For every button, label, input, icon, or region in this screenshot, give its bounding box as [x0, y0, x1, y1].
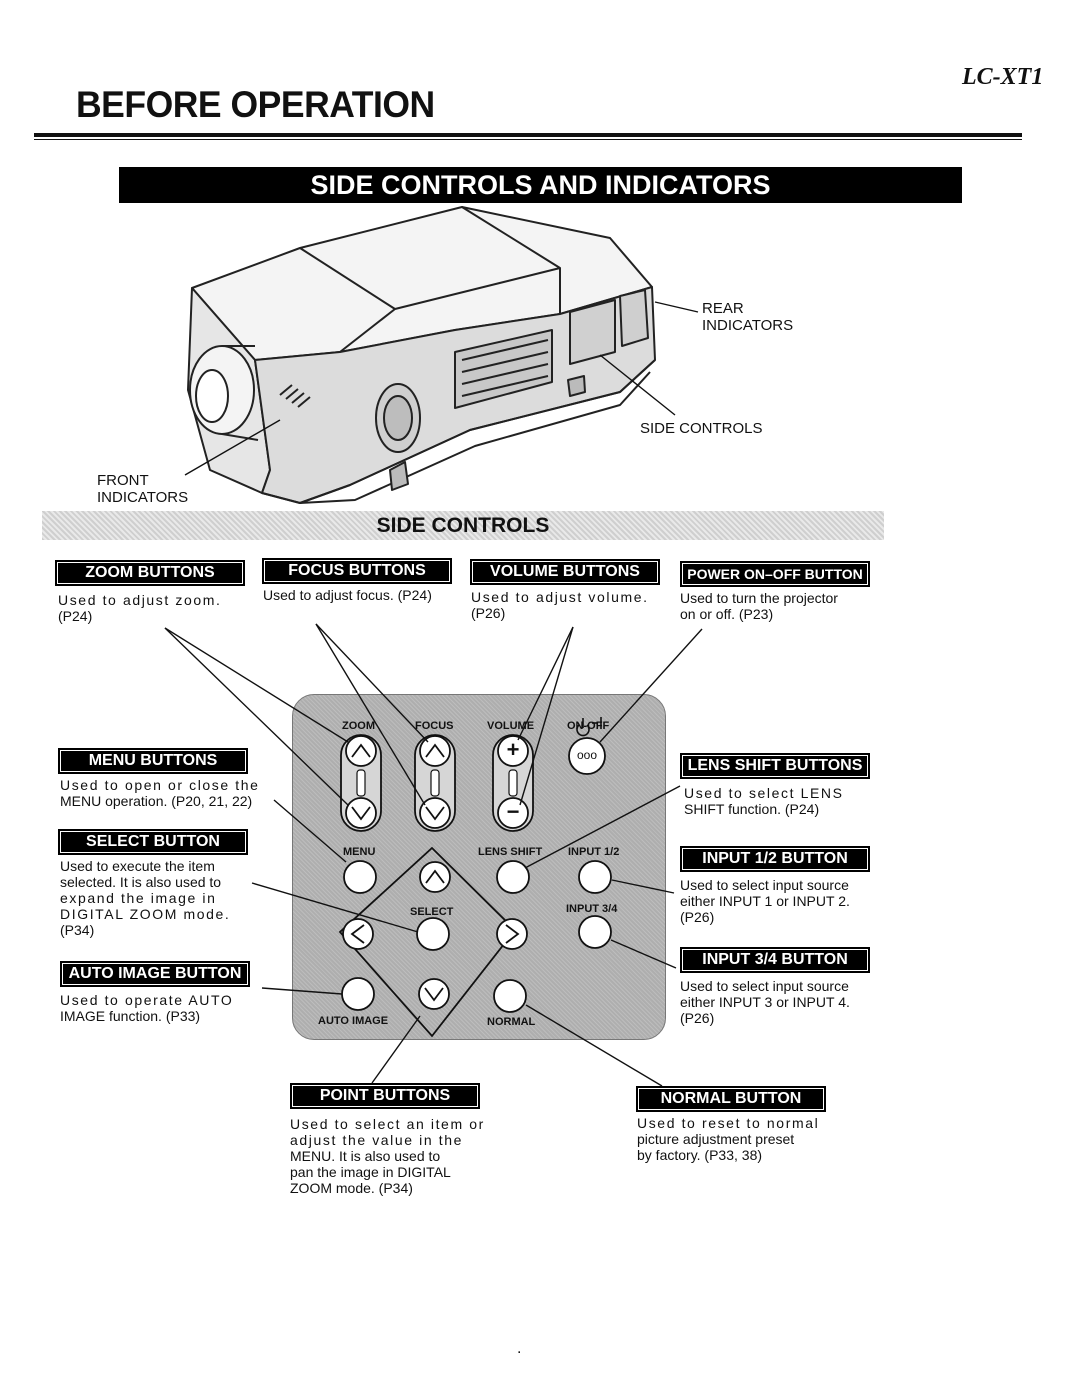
- point-buttons-desc: Used to select an item or adjust the val…: [290, 1116, 485, 1196]
- zoom-buttons-desc: Used to adjust zoom. (P24): [58, 592, 222, 624]
- side-controls-heading: SIDE CONTROLS: [376, 514, 550, 537]
- power-button-desc: Used to turn the projector on or off. (P…: [680, 590, 838, 622]
- zoom-buttons-tag: ZOOM BUTTONS: [55, 560, 245, 586]
- normal-button-tag: NORMAL BUTTON: [636, 1086, 826, 1112]
- focus-buttons-tag: FOCUS BUTTONS: [262, 558, 452, 584]
- input-12-button-desc: Used to select input source either INPUT…: [680, 877, 850, 925]
- front-indicators-label: FRONT INDICATORS: [97, 472, 189, 506]
- side-controls-label: SIDE CONTROLS: [640, 420, 763, 437]
- power-button-tag: POWER ON–OFF BUTTON: [680, 561, 870, 587]
- page-title: BEFORE OPERATION: [76, 84, 435, 125]
- title-rule: [34, 133, 1022, 137]
- menu-buttons-tag: MENU BUTTONS: [58, 748, 248, 774]
- panel-label-select: SELECT: [410, 906, 454, 918]
- power-dots-icon: ooo: [576, 748, 598, 762]
- panel-label-zoom: ZOOM: [342, 720, 375, 732]
- panel-label-input-12: INPUT 1/2: [568, 846, 620, 858]
- panel-label-on-off: ON-OFF: [567, 720, 610, 732]
- select-button-tag: SELECT BUTTON: [58, 829, 248, 855]
- input-12-button-tag: INPUT 1/2 BUTTON: [680, 846, 870, 872]
- normal-button-desc: Used to reset to normal picture adjustme…: [637, 1115, 820, 1163]
- volume-buttons-tag: VOLUME BUTTONS: [470, 559, 660, 585]
- panel-label-lens-shift: LENS SHIFT: [478, 846, 543, 858]
- panel-label-normal: NORMAL: [487, 1016, 536, 1028]
- lens-shift-buttons-tag: LENS SHIFT BUTTONS: [680, 753, 870, 779]
- plus-icon: +: [506, 737, 520, 762]
- panel-label-volume: VOLUME: [487, 720, 535, 732]
- model-number: LC-XT1: [962, 64, 1044, 90]
- side-controls-band: SIDE CONTROLS: [42, 511, 884, 540]
- menu-buttons-desc: Used to open or close the MENU operation…: [60, 777, 260, 809]
- rear-indicators-label: REAR INDICATORS: [702, 300, 794, 334]
- auto-image-button-tag: AUTO IMAGE BUTTON: [60, 961, 250, 987]
- page-mark: .: [517, 1340, 522, 1357]
- focus-buttons-desc: Used to adjust focus. (P24): [263, 587, 432, 603]
- minus-icon: −: [506, 799, 520, 824]
- side-control-panel: [292, 694, 666, 1040]
- auto-image-button-desc: Used to operate AUTO IMAGE function. (P3…: [60, 992, 234, 1024]
- panel-label-input-34: INPUT 3/4: [566, 903, 618, 915]
- point-buttons-tag: POINT BUTTONS: [290, 1083, 480, 1109]
- input-34-button-tag: INPUT 3/4 BUTTON: [680, 947, 870, 973]
- section-banner: SIDE CONTROLS AND INDICATORS: [119, 167, 962, 203]
- select-button-desc: Used to execute the item selected. It is…: [60, 858, 231, 938]
- panel-label-auto-image: AUTO IMAGE: [318, 1015, 389, 1027]
- lens-shift-buttons-desc: Used to select LENS SHIFT function. (P24…: [684, 785, 844, 817]
- input-34-button-desc: Used to select input source either INPUT…: [680, 978, 850, 1026]
- panel-label-menu: MENU: [343, 846, 376, 858]
- volume-buttons-desc: Used to adjust volume. (P26): [471, 589, 649, 621]
- panel-label-focus: FOCUS: [415, 720, 454, 732]
- title-rule-thin: [34, 139, 1022, 140]
